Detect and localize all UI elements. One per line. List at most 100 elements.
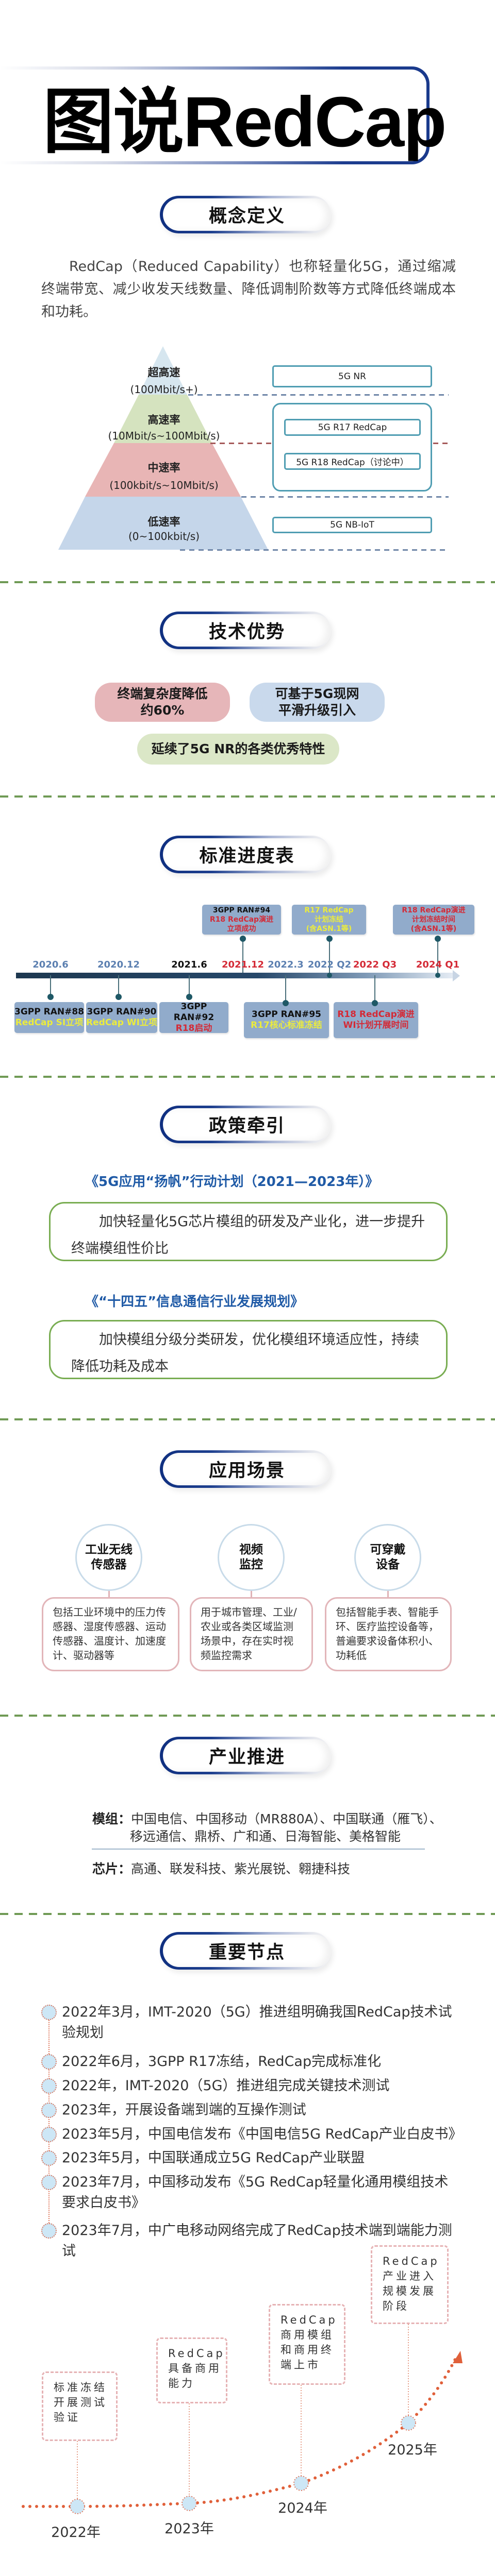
section-title: 概念定义 <box>163 198 331 231</box>
timeline-dot <box>186 994 192 1000</box>
event-text: 3GPP RAN#95 <box>252 1009 321 1020</box>
advantage-text: 终端复杂度降低 <box>117 686 208 701</box>
pyramid-tier-medium <box>85 443 241 497</box>
section-header-milestones: 重要节点 <box>160 1932 331 1970</box>
event-text: 3GPP RAN#94 <box>212 906 271 914</box>
scene-title: 可穿戴 <box>370 1543 406 1556</box>
advantage-text: 可基于5G现网 <box>275 686 359 701</box>
timeline-dot <box>372 1000 378 1006</box>
timeline-date: 2024 Q1 <box>416 959 460 970</box>
milestone-item: 2023年7月，中广电移动网络完成了RedCap技术端到端能力测试 <box>62 2223 452 2259</box>
tier-divider <box>188 394 449 396</box>
policy-heading: 《5G应用“扬帆”行动计划（2021—2023年）》 <box>85 1174 379 1190</box>
timeline-event-below: R18 RedCap演进 WI计划开展时间 <box>334 1002 418 1038</box>
milestone-dot <box>41 2127 57 2142</box>
event-text: 3GPP RAN#92 <box>173 1001 214 1023</box>
section-title: 技术优势 <box>163 614 331 647</box>
timeline-dot <box>47 994 54 1000</box>
event-text: R18 RedCap演进 <box>209 916 274 924</box>
tech-box-nb-iot: 5G NB-IoT <box>272 517 432 533</box>
timeline-dot <box>435 936 441 942</box>
milestone-dot <box>41 2150 57 2166</box>
section-divider <box>0 1076 495 1078</box>
pyramid-label: 低速率 <box>147 516 180 528</box>
section-divider <box>0 1913 495 1915</box>
chips-label: 芯片： <box>92 1861 131 1876</box>
scene-title: 视频 <box>239 1543 263 1556</box>
year-label: 2025年 <box>388 2442 437 2458</box>
scene-circle-wearables: 可穿戴设备 <box>354 1524 421 1591</box>
growth-curve <box>22 2324 463 2514</box>
year-node <box>401 2415 416 2431</box>
tier-divider <box>180 549 449 551</box>
pyramid-rate: (100kbit/s~10Mbit/s) <box>109 479 219 492</box>
section-header-concept: 概念定义 <box>160 196 331 233</box>
pyramid-label: 高速率 <box>147 414 180 426</box>
page-title: 图说RedCap <box>43 82 447 162</box>
modules-row: 模组：中国电信、中国移动（MR880A）、中国联通（雁飞）、 <box>92 1809 442 1827</box>
advantage-cost: 终端复杂度降低约60% <box>95 683 230 722</box>
year-label: 2023年 <box>164 2521 214 2537</box>
tier-divider <box>210 443 271 444</box>
event-text: R17 RedCap <box>304 906 354 914</box>
scene-circle-industrial-sensor: 工业无线传感器 <box>75 1524 142 1591</box>
timeline-stem <box>374 975 375 1002</box>
concept-paragraph: RedCap（Reduced Capability）也称轻量化5G，通过缩减终端… <box>41 259 456 320</box>
timeline-stem <box>50 975 51 996</box>
tech-box-r18-redcap: 5G R18 RedCap（讨论中） <box>284 453 421 470</box>
section-header-timeline: 标准进度表 <box>160 836 331 873</box>
timeline-stem <box>285 975 286 1002</box>
section-title: 重要节点 <box>163 1935 331 1967</box>
arrow-right-icon <box>453 970 460 981</box>
advantage-text: 延续了5G NR的各类优秀特性 <box>151 741 325 756</box>
milestone-item: 2023年5月，中国联通成立5G RedCap产业联盟 <box>62 2150 365 2166</box>
section-divider <box>0 581 495 583</box>
scene-card: 包括智能手表、智能手环、医疗监控设备等，普遍要求设备体积小、功耗低 <box>325 1597 452 1671</box>
stage-box: RedCap具备商用能力 <box>156 2337 227 2403</box>
event-text: 计划冻结时间 <box>412 916 455 924</box>
timeline-event-below: 3GPP RAN#90 RedCap WI立项 <box>86 1002 157 1033</box>
tech-box-r17-redcap: 5G R17 RedCap <box>284 419 421 436</box>
section-title: 应用场景 <box>163 1453 331 1485</box>
stage-box: RedCap商用模组和商用终端上市 <box>269 2304 345 2385</box>
year-node <box>182 2496 197 2511</box>
scene-title: 传感器 <box>91 1558 127 1571</box>
timeline-event-below: 3GPP RAN#88 RedCap SI立项 <box>14 1002 84 1033</box>
advantage-upgrade: 可基于5G现网平滑升级引入 <box>250 683 385 722</box>
policy-heading: 《“十四五”信息通信行业发展规划》 <box>85 1294 304 1310</box>
timeline-date: 2022 Q2 <box>307 959 352 970</box>
scene-title: 监控 <box>239 1558 263 1571</box>
milestone-item: 2023年，开展设备端到端的互操作测试 <box>62 2102 306 2118</box>
scene-title: 工业无线 <box>85 1543 133 1556</box>
pyramid-tier-low <box>58 497 268 550</box>
stage-box: RedCap产业进入规模发展阶段 <box>371 2245 449 2324</box>
event-text: R18 RedCap演进 <box>337 1009 415 1020</box>
stage-box: 标准冻结开展测试验证 <box>42 2371 118 2441</box>
milestone-item: 2022年3月，IMT-2020（5G）推进组明确我国RedCap技术试验规划 <box>62 2004 452 2041</box>
milestone-dot <box>41 2223 57 2239</box>
section-header-policy: 政策牵引 <box>160 1106 331 1143</box>
milestone-item: 2023年5月，中国电信发布《中国电信5G RedCap产业白皮书》 <box>62 2126 463 2142</box>
timeline-stem <box>189 975 190 996</box>
timeline-event-above: R18 RedCap演进 计划冻结时间 (含ASN.1等) <box>393 905 474 935</box>
timeline-stem <box>118 975 119 996</box>
milestone-dot <box>41 2103 57 2118</box>
pyramid-tier-ultra <box>139 346 187 395</box>
milestone-dot <box>41 2005 57 2020</box>
pyramid-tier-high <box>114 395 212 443</box>
milestone-dot <box>41 2054 57 2070</box>
timeline-date: 2020.12 <box>97 959 140 970</box>
timeline-dot <box>435 973 440 978</box>
timeline-event-below: 3GPP RAN#95 R17核心标准冻结 <box>244 1002 329 1038</box>
timeline-dot <box>283 1000 289 1006</box>
modules-list: 中国电信、中国移动（MR880A）、中国联通（雁飞）、 <box>131 1811 442 1826</box>
title-frame <box>0 66 430 164</box>
policy-box: 加快轻量化5G芯片模组的研发及产业化，进一步提升终端模组性价比 <box>49 1202 448 1261</box>
pyramid-label: 中速率 <box>147 462 180 474</box>
section-divider <box>0 795 495 798</box>
timeline-event-below: 3GPP RAN#92 R18启动 <box>159 1002 228 1033</box>
timeline-stem <box>437 939 438 975</box>
section-header-scenes: 应用场景 <box>160 1450 331 1488</box>
speed-pyramid <box>58 346 268 550</box>
milestone-dot <box>41 2175 57 2190</box>
